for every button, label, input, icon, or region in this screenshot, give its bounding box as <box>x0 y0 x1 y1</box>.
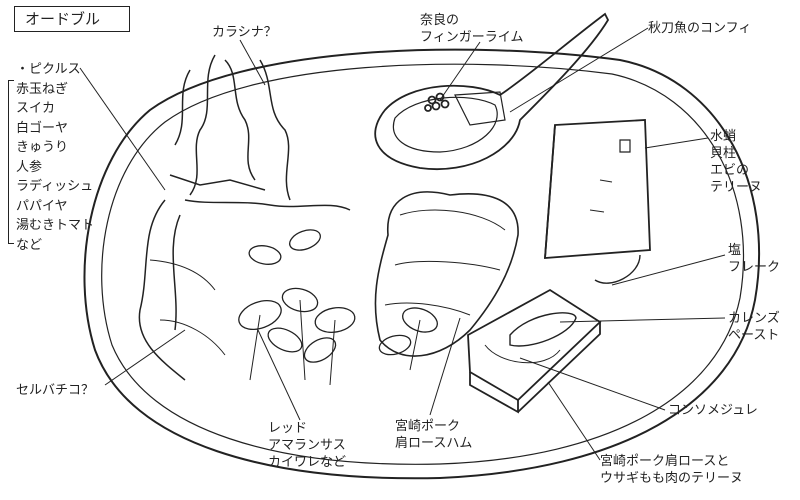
label-currant-paste: カレンズ ペースト <box>728 311 780 343</box>
label-salt-flakes: 塩 フレーク <box>728 243 781 275</box>
list-item: 赤玉ねぎ <box>16 81 69 97</box>
label-seafood-terrine: 水蛸 貝柱 エビの テリーヌ <box>710 129 763 195</box>
label-karashina: カラシナ？ <box>212 25 277 40</box>
pickles-bracket <box>8 80 14 244</box>
sprouts-leaves <box>238 229 438 386</box>
greens-salad <box>138 54 351 381</box>
list-item: パパイヤ <box>16 198 68 214</box>
plate <box>83 48 760 480</box>
label-consomme-jelly: コンソメジュレ <box>668 403 758 418</box>
pork-ham <box>374 191 519 357</box>
list-item: 湯むきトマト <box>16 218 95 233</box>
list-item: など <box>16 237 43 253</box>
list-item: きゅうり <box>16 140 69 155</box>
leader-lines <box>79 27 726 461</box>
label-cerbacico: セルバチコ？ <box>16 383 95 398</box>
list-item: ・ピクルス <box>16 62 81 77</box>
list-item: スイカ <box>16 101 56 116</box>
pork-rabbit-terrine <box>467 288 602 414</box>
pickles-list: ・ピクルス 赤玉ねぎ スイカ 白ゴーヤ きゅうり 人参 ラディッシュ パパイヤ … <box>16 60 94 255</box>
list-item: 白ゴーヤ <box>16 120 69 136</box>
list-item: ラディッシュ <box>16 179 94 194</box>
label-pork-ham: 宮崎ポーク 肩ロースハム <box>395 419 473 451</box>
label-sanma-confit: 秋刀魚のコンフィ <box>648 21 752 36</box>
title-box: オードブル <box>14 6 130 32</box>
label-sprouts: レッド アマランサス カイワレなど <box>268 421 347 470</box>
page-title: オードブル <box>25 10 101 28</box>
seafood-terrine <box>544 119 651 284</box>
spoon-finger-lime <box>374 12 610 170</box>
label-pork-rabbit-terrine: 宮崎ポーク肩ロースと ウサギもも肉のテリーヌ <box>600 454 744 486</box>
label-nara-finger-lime: 奈良の フィンガーライム <box>420 13 524 45</box>
list-item: 人参 <box>16 159 43 175</box>
